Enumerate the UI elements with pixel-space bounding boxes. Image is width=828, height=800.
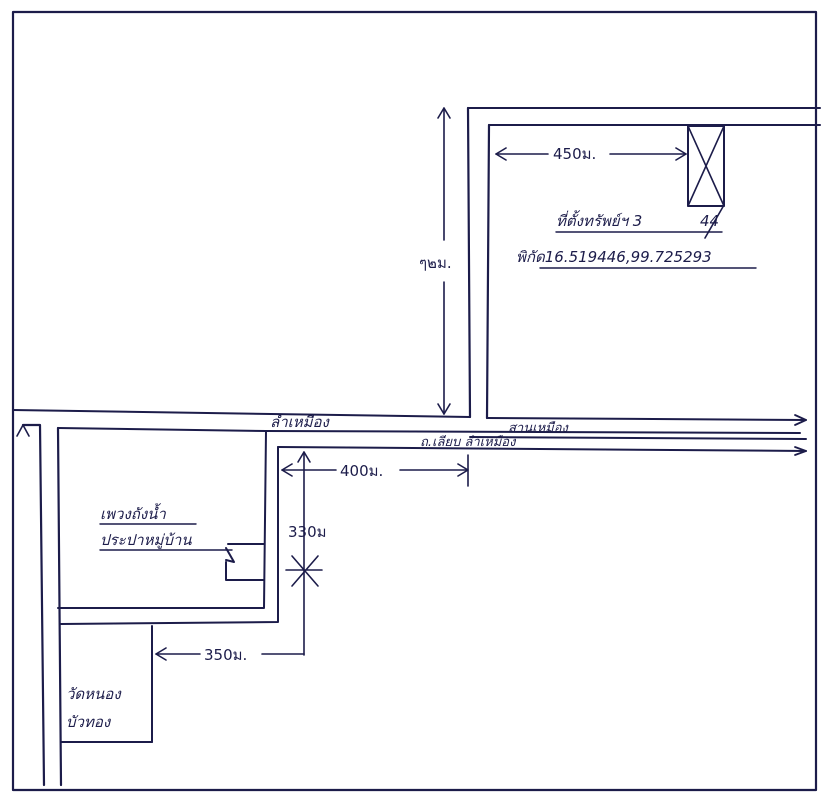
distance-330-arrow [285,451,323,656]
distance-350-label: 350ม. [204,646,247,664]
right-road-label: สานเหมือง [508,421,570,436]
distance-lane-arrow [437,107,451,415]
right-road-north-edge [486,417,807,421]
left-road-west-edge [21,423,46,787]
right-road-arrow [794,414,807,426]
target-label-group: ที่ตั้งทรัพย์ฯ 3 44 พิกัด16.519446,99.72… [516,210,757,269]
temple-label-line2: บัวทอง [66,713,112,731]
temple-label-line1: วัดหนอง [66,685,122,703]
tank-block-outline [57,430,267,609]
map-frame [11,10,818,792]
canal-road-label: ถ.เลียบ ลำเหมือง [420,434,517,450]
upper-road-middle-south-edge [265,430,801,434]
temple-label-group: วัดหนอง บัวทอง [66,685,122,731]
upper-road-west [12,409,471,418]
top-road-label: ลำเหมือง [270,413,331,431]
target-label-line1: ที่ตั้งทรัพย์ฯ 3 [556,210,642,230]
distance-400-label: 400ม. [340,462,383,480]
distance-400-arrow [281,454,469,487]
water-tank-label-line1: เพวงถังน้ำ [100,503,166,523]
distance-350-arrow [155,647,305,661]
water-tank-label-group: เพวงถังน้ำ ประปาหมู่บ้าน [99,503,265,581]
distance-450-label: 450ม. [553,145,596,163]
inner-road-west-edge [60,446,279,625]
canal-road-south [469,436,807,440]
distance-330-label: 330ม [288,523,327,541]
left-road-arrow [16,424,30,437]
target-lot-number: 44 [700,212,719,230]
distance-450-arrow [495,147,687,161]
distance-lane-label: ๆ๒ม. [419,254,452,272]
water-tank-label-line2: ประปาหมู่บ้าน [100,531,192,549]
target-label-line2: พิกัด16.519446,99.725293 [516,248,712,266]
lane-west-edge [466,106,472,419]
canal-road-arrow [794,446,807,456]
upper-road-west-south-edge [57,427,267,432]
canal-road-north [277,446,807,452]
lane-east-edge [485,123,491,420]
left-road-east-edge [56,426,63,787]
